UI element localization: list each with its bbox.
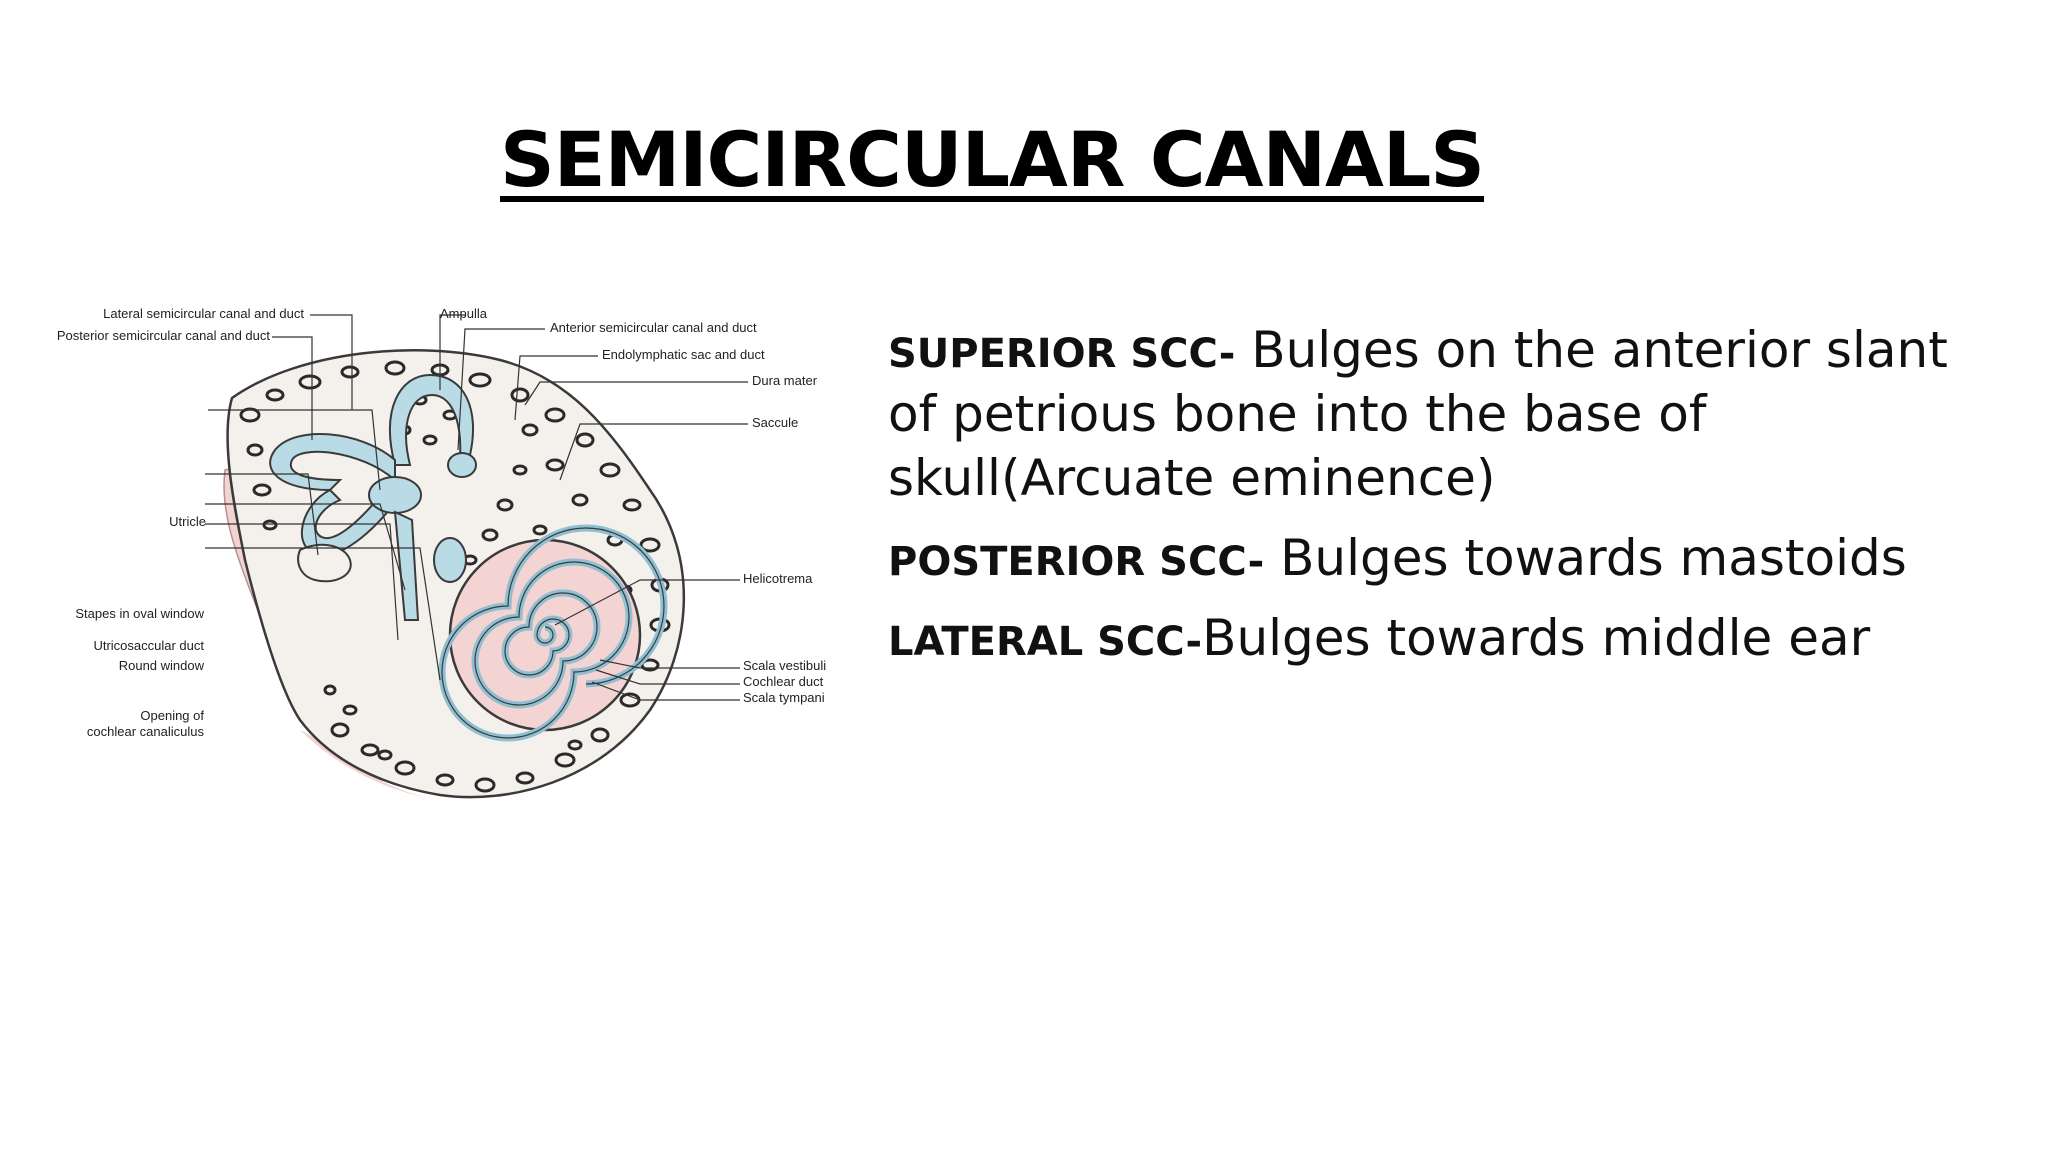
point-lateral-scc: LATERAL SCC-Bulges towards middle ear — [888, 606, 2008, 670]
label-endolymphatic-sac: Endolymphatic sac and duct — [602, 347, 765, 362]
utricosaccular-duct — [393, 510, 420, 621]
point-label: POSTERIOR SCC- — [888, 539, 1265, 585]
point-text: Bulges towards middle ear — [1202, 609, 1871, 667]
inner-ear-diagram: Lateral semicircular canal and duct Post… — [0, 290, 840, 810]
point-label: SUPERIOR SCC- — [888, 331, 1236, 377]
label-scala-vestibuli: Scala vestibuli — [743, 658, 827, 673]
saccule — [433, 537, 467, 583]
label-stapes: Stapes in oval window — [75, 606, 204, 621]
label-utricle: Utricle — [169, 514, 206, 529]
point-text: Bulges on the anterior slant of petrious… — [888, 321, 1948, 507]
label-lateral-scc: Lateral semicircular canal and duct — [103, 306, 304, 321]
point-superior-scc: SUPERIOR SCC- Bulges on the anterior sla… — [888, 318, 2008, 510]
utricle — [368, 476, 422, 514]
ampulla — [447, 452, 477, 478]
label-saccule: Saccule — [752, 415, 799, 430]
label-anterior-scc: Anterior semicircular canal and duct — [550, 320, 757, 335]
point-label: LATERAL SCC- — [888, 619, 1203, 665]
label-cochlear-canaliculus: cochlear canaliculus — [86, 724, 204, 739]
label-cochlear-duct: Cochlear duct — [743, 674, 824, 689]
description-list: SUPERIOR SCC- Bulges on the anterior sla… — [888, 318, 2008, 686]
label-opening-of: Opening of — [140, 708, 204, 723]
label-round-window: Round window — [118, 658, 204, 673]
slide-title: SEMICIRCULAR CANALS — [500, 115, 1485, 204]
label-utricosaccular-duct: Utricosaccular duct — [93, 638, 204, 653]
label-dura-mater: Dura mater — [752, 373, 818, 388]
point-text: Bulges towards mastoids — [1264, 529, 1907, 587]
point-posterior-scc: POSTERIOR SCC- Bulges towards mastoids — [888, 526, 2008, 590]
semicircular-canals — [269, 373, 477, 621]
label-ampulla: Ampulla — [440, 306, 487, 321]
stapes — [297, 543, 352, 583]
label-helicotrema: Helicotrema — [743, 571, 813, 586]
label-posterior-scc: Posterior semicircular canal and duct — [56, 328, 270, 343]
label-scala-tympani: Scala tympani — [743, 690, 825, 705]
lateral-canal — [269, 433, 396, 492]
leader-lines — [205, 314, 748, 701]
inner-ear-illustration — [205, 314, 748, 799]
